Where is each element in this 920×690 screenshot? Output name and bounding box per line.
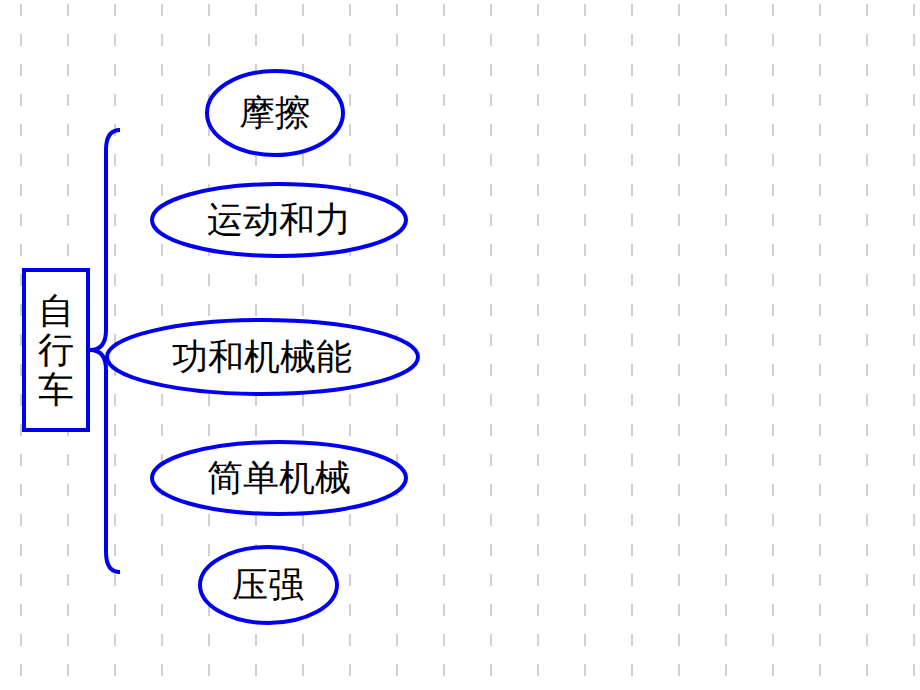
topic-label: 摩擦 (239, 91, 311, 134)
topic-ellipse: 简单机械 (150, 440, 408, 516)
topic-label: 简单机械 (207, 456, 351, 499)
topic-box: 自行车 (22, 268, 90, 432)
topic-label: 功和机械能 (172, 335, 352, 378)
topic-label: 自行车 (38, 291, 74, 410)
topic-ellipse: 压强 (198, 545, 339, 625)
topic-ellipse: 运动和力 (150, 182, 408, 258)
topic-label: 压强 (232, 563, 304, 606)
topic-label: 运动和力 (207, 198, 351, 241)
topic-ellipse: 功和机械能 (105, 318, 420, 396)
topic-ellipse: 摩擦 (205, 69, 345, 157)
